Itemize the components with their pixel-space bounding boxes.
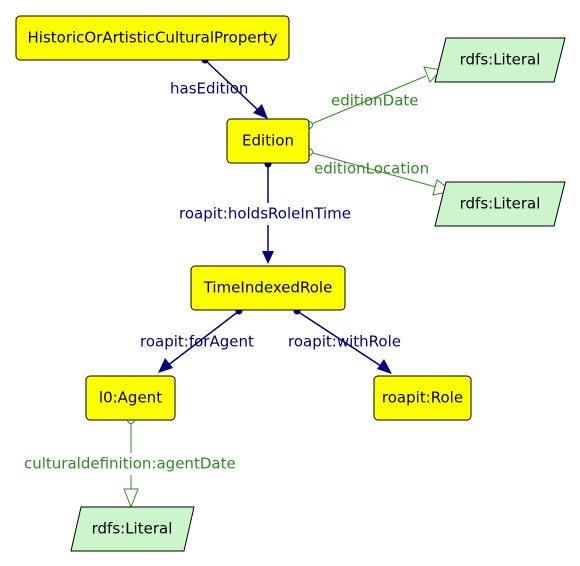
edge-label-bg [20,453,244,475]
literal-node-edition-location[interactable]: rdfs:Literal [434,181,566,227]
literal-node-edition-date[interactable]: rdfs:Literal [434,37,566,83]
literal-label: rdfs:Literal [92,520,173,538]
class-node-time-indexed-role[interactable]: TimeIndexedRole [190,265,346,311]
class-node-role[interactable]: roapit:Role [373,375,472,421]
class-label: TimeIndexedRole [203,279,333,297]
class-label: roapit:Role [382,389,463,407]
class-node-edition[interactable]: Edition [226,118,310,164]
class-label: Edition [242,132,294,150]
class-node-historic-property[interactable]: HistoricOrArtisticCulturalProperty [15,15,290,61]
literal-label: rdfs:Literal [460,51,541,69]
class-label: l0:Agent [99,389,162,407]
edge-label-edition-location: editionLocation [314,160,429,178]
edge-label-holds-role-in-time: roapit:holdsRoleInTime [179,205,351,223]
literal-node-agent-date[interactable]: rdfs:Literal [70,506,195,552]
edge-label-edition-date: editionDate [331,92,419,110]
class-label: HistoricOrArtisticCulturalProperty [28,29,278,47]
edge-label-with-role: roapit:withRole [288,333,401,351]
edge-label-for-agent: roapit:forAgent [140,333,254,351]
edge-label-has-edition: hasEdition [170,80,248,98]
edge-label-agent-date: culturaldefinition:agentDate [24,455,236,473]
class-node-agent[interactable]: l0:Agent [85,375,176,421]
literal-label: rdfs:Literal [460,195,541,213]
edge-label-bg [176,203,388,225]
